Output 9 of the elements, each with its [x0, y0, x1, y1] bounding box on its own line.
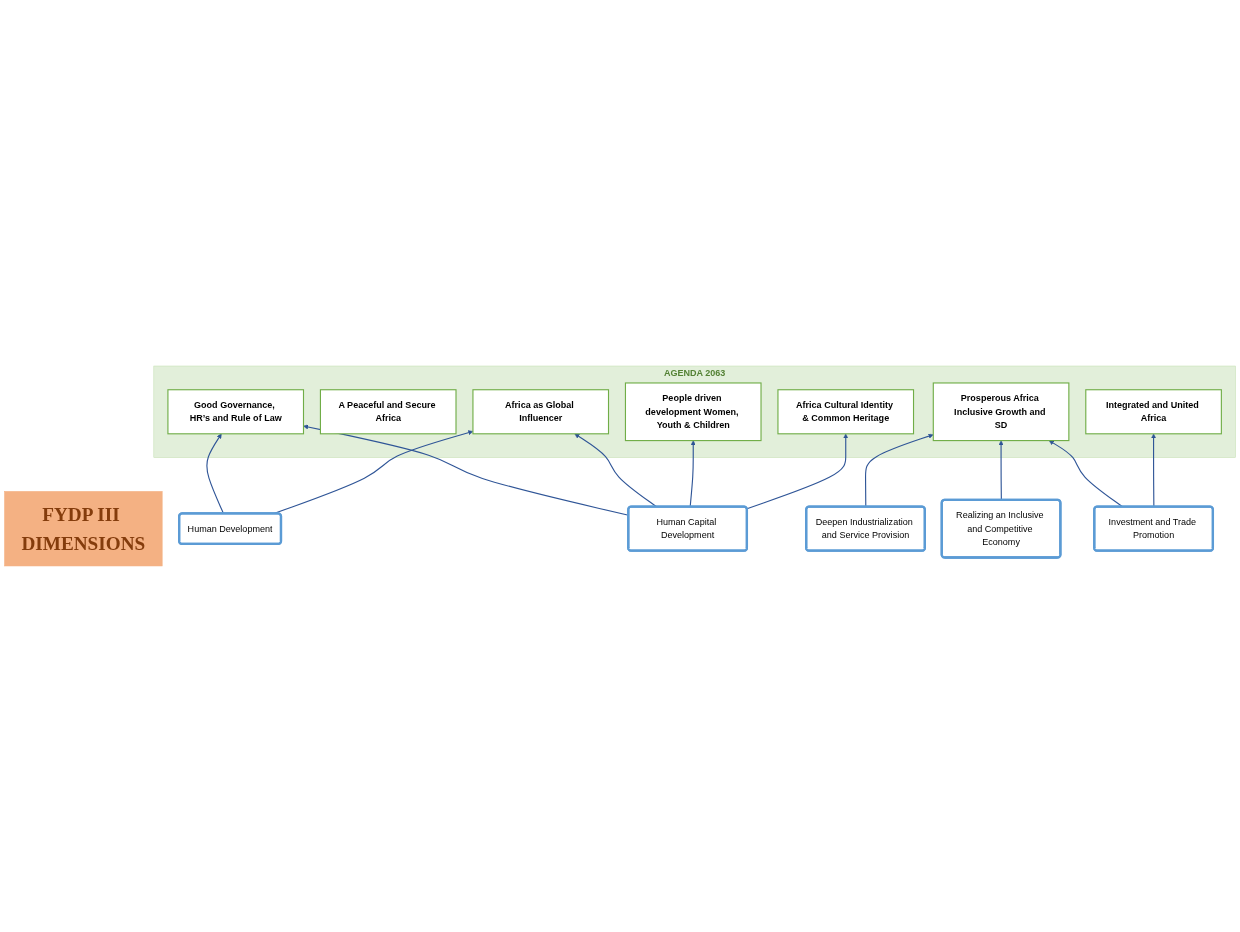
node-box: Africa as Global Influencer — [472, 389, 610, 435]
node-box: Good Governance, HR’s and Rule of Law — [167, 389, 305, 435]
node-box: Prosperous Africa Inclusive Growth and SD — [932, 382, 1070, 442]
node-box: A Peaceful and Secure Africa — [319, 389, 457, 435]
arrow — [746, 433, 849, 510]
node-box: Integrated and United Africa — [1085, 389, 1222, 435]
node-box: Africa Cultural Identity & Common Heritage — [777, 389, 915, 435]
node-box: FYDP III DIMENSIONS — [4, 491, 163, 567]
node-box: People driven development Women, Youth & Children — [624, 382, 762, 442]
